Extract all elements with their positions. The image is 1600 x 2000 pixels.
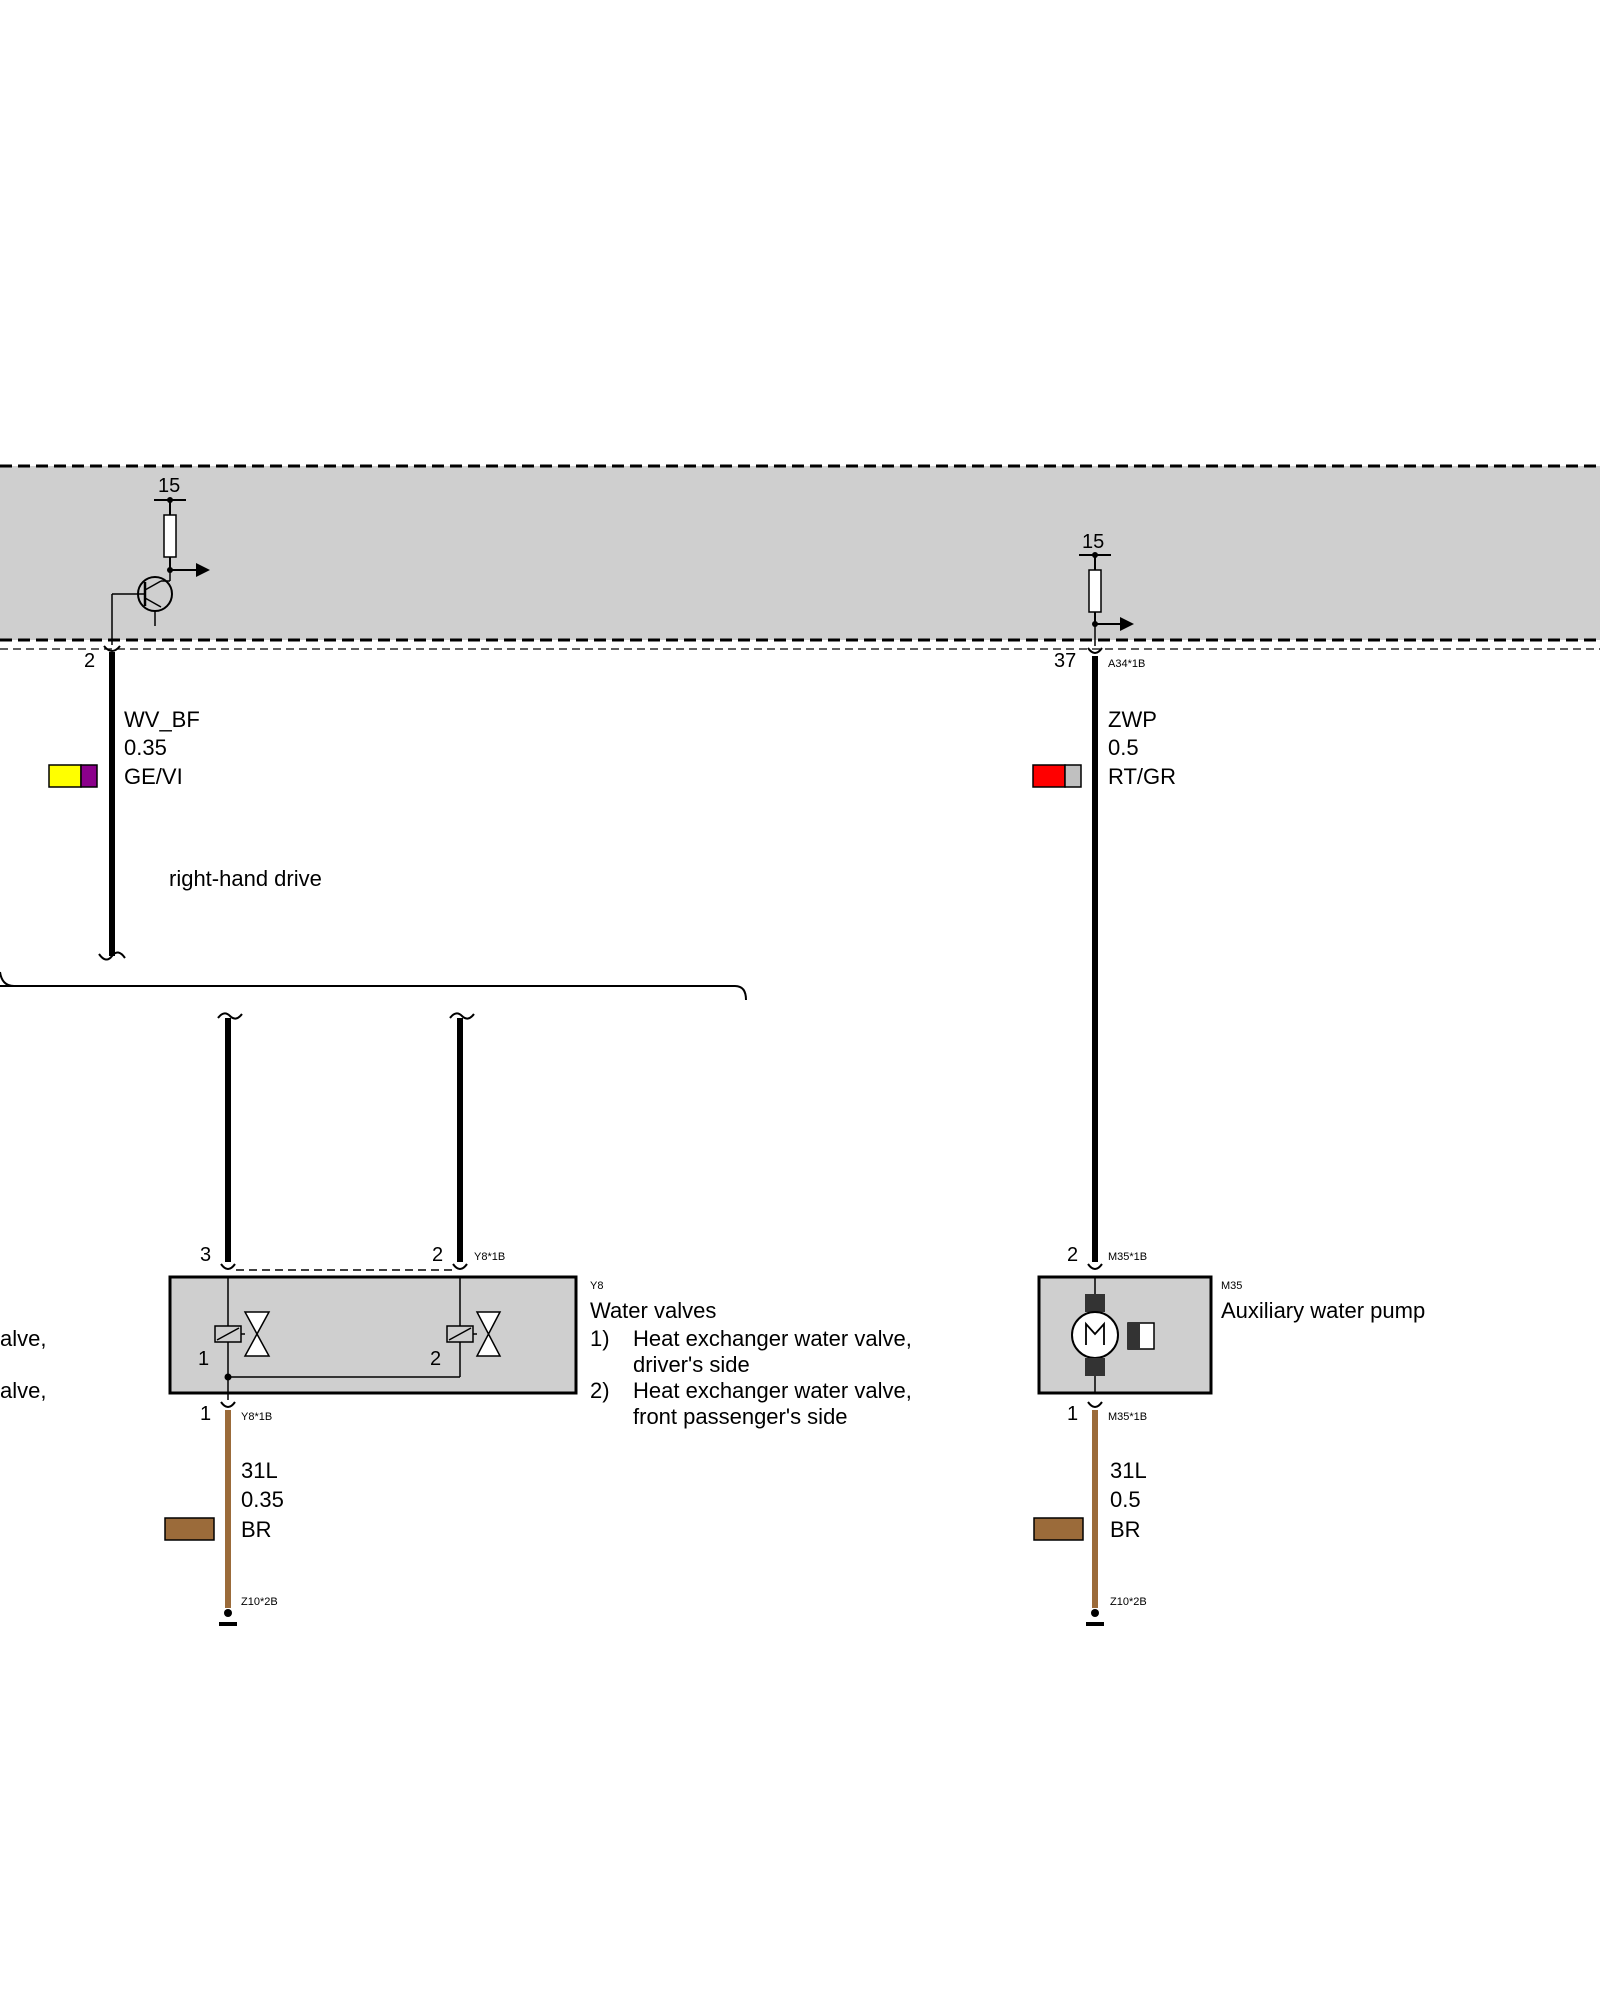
- arrow-icon: [196, 563, 210, 577]
- wire-m35-ground-color: BR: [1110, 1517, 1141, 1542]
- pin-37-label: 37: [1054, 650, 1076, 672]
- right-driver-circuit: 15 37 A34*1B ZWP 0.5 RT/GR 2 M35*1B M35 …: [1032, 531, 1425, 1626]
- y8-water-valves: 3 2 Y8*1B 1 2 1 Y8*1B 31L 0.35 BR Z10*2B: [164, 1012, 912, 1626]
- m35-id: M35: [1221, 1280, 1242, 1292]
- wire-break-icon: [449, 1012, 475, 1020]
- pull-up-resistor-right: [1088, 569, 1102, 613]
- y8-item-1-line1: Heat exchanger water valve,: [633, 1326, 912, 1351]
- m35-pin-2: 2: [1067, 1244, 1078, 1266]
- y8-item-2-line1: Heat exchanger water valve,: [633, 1378, 912, 1403]
- wire-m35-ground-signal: 31L: [1110, 1458, 1147, 1483]
- pull-up-resistor-left: [163, 514, 177, 558]
- arrow-icon: [1120, 617, 1134, 631]
- swatch-ge: [48, 764, 82, 788]
- wire-y8-ground-size: 0.35: [241, 1487, 284, 1512]
- m35-pin-1: 1: [1067, 1403, 1078, 1425]
- m35-connector-top: M35*1B: [1108, 1251, 1147, 1263]
- swatch-rt: [1032, 764, 1066, 788]
- wire-break-icon: [98, 951, 126, 961]
- wire-zwp-signal: ZWP: [1108, 707, 1157, 732]
- swatch-gr: [1064, 764, 1082, 788]
- y8-pin-1: 1: [200, 1403, 211, 1425]
- wire-break-icon: [217, 1012, 243, 1020]
- y8-connector-top: Y8*1B: [474, 1251, 505, 1263]
- rhd-note: right-hand drive: [169, 866, 322, 891]
- wire-zwp-color: RT/GR: [1108, 764, 1176, 789]
- cut-off-text-1: alve,: [0, 1326, 46, 1351]
- y8-item-1-num: 1): [590, 1326, 610, 1351]
- y8-title: Water valves: [590, 1298, 716, 1323]
- y8-id: Y8: [590, 1280, 603, 1292]
- left-driver-circuit: 15 2 WV_BF 0.35 GE/VI right-hand drive: [48, 475, 322, 961]
- m35-connector-bottom: M35*1B: [1108, 1411, 1147, 1423]
- m35-title: Auxiliary water pump: [1221, 1298, 1425, 1323]
- ground-icon: [224, 1609, 232, 1617]
- y8-pin-2: 2: [432, 1244, 443, 1266]
- wire-wv-bf-signal: WV_BF: [124, 707, 200, 732]
- y8-item-2-num: 2): [590, 1378, 610, 1403]
- m35-ground-point: Z10*2B: [1110, 1596, 1147, 1608]
- swatch-br: [164, 1517, 215, 1541]
- wire-wv-bf-color: GE/VI: [124, 764, 183, 789]
- wire-y8-ground-signal: 31L: [241, 1458, 278, 1483]
- swatch-vi: [80, 764, 98, 788]
- valve-icon: [475, 1311, 502, 1357]
- y8-inner-label-2: 2: [430, 1348, 441, 1370]
- pin-2-label: 2: [84, 650, 95, 672]
- y8-item-2-line2: front passenger's side: [633, 1404, 848, 1429]
- y8-inner-label-1: 1: [198, 1348, 209, 1370]
- valve-icon: [243, 1311, 271, 1357]
- wire-zwp-size: 0.5: [1108, 735, 1139, 760]
- y8-item-1-line2: driver's side: [633, 1352, 750, 1377]
- connector-a34: A34*1B: [1108, 658, 1145, 670]
- supply-15-left-label: 15: [158, 475, 180, 497]
- control-unit-area: [0, 466, 1600, 640]
- wire-m35-ground-size: 0.5: [1110, 1487, 1141, 1512]
- ground-icon: [1091, 1609, 1099, 1617]
- supply-15-right-label: 15: [1082, 531, 1104, 553]
- option-brace: [0, 985, 747, 1001]
- y8-pin-3: 3: [200, 1244, 211, 1266]
- swatch-br: [1033, 1517, 1084, 1541]
- wire-y8-ground-color: BR: [241, 1517, 272, 1542]
- m35-box: [1037, 1275, 1213, 1395]
- y8-ground-point: Z10*2B: [241, 1596, 278, 1608]
- cut-off-text-2: alve,: [0, 1378, 46, 1403]
- wire-wv-bf-size: 0.35: [124, 735, 167, 760]
- y8-connector-bottom: Y8*1B: [241, 1411, 272, 1423]
